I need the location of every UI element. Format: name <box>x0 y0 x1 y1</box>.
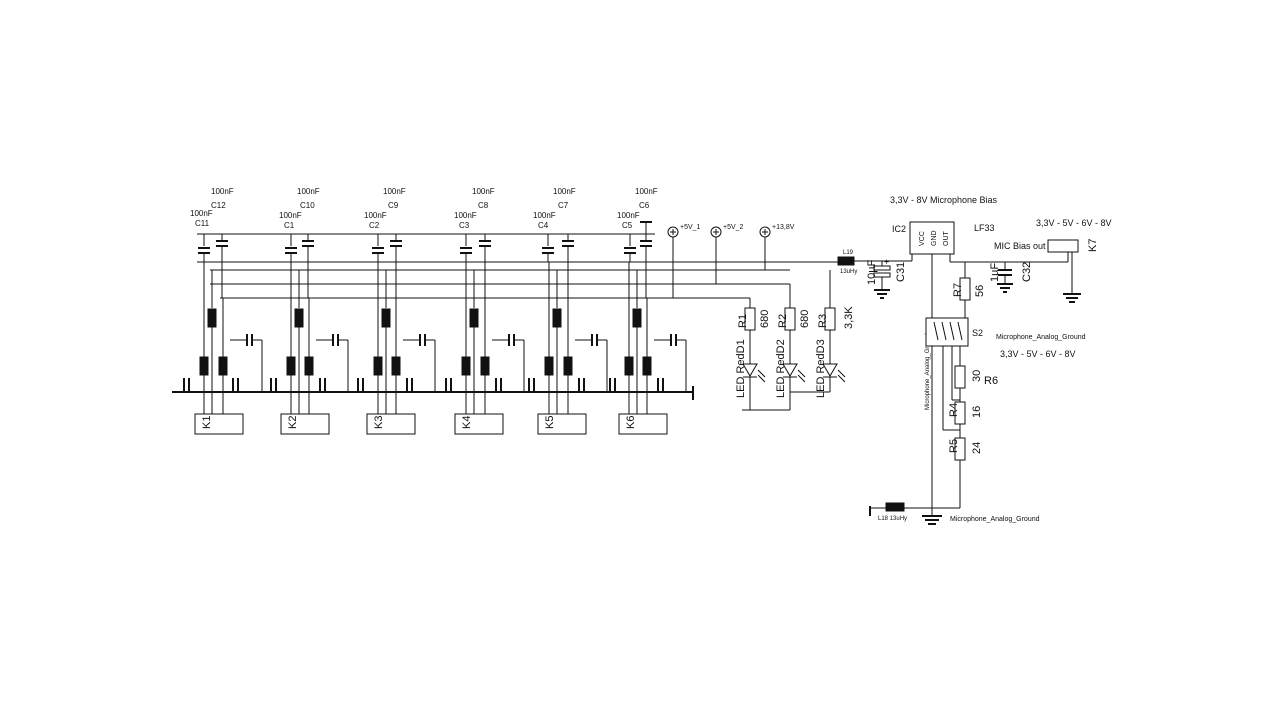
r5-value: 24 <box>971 442 983 454</box>
top-cap-value: 100nF <box>211 187 234 196</box>
resistor-value: 680 <box>799 310 811 328</box>
supply-label: +5V_1 <box>680 224 701 231</box>
ground-label-bottom: Microphone_Analog_Ground <box>950 516 1040 523</box>
c31-value: 10µF <box>866 259 878 285</box>
filter-channel-1: 100nF C12 100nF C11 K1 <box>183 187 263 435</box>
ic-pin-gnd: GND <box>931 230 938 246</box>
voltage-select-switch <box>925 317 969 347</box>
supply-plus5v1: +5V_1 <box>667 224 701 298</box>
connector-label: K5 <box>544 416 556 429</box>
ic-part: LF33 <box>974 223 995 233</box>
top-cap-value: 100nF <box>383 187 406 196</box>
bias-section-title: 3,3V - 8V Microphone Bias <box>890 195 998 205</box>
top-cap-value: 100nF <box>297 187 320 196</box>
top-cap-value: 100nF <box>635 187 658 196</box>
r4-ref: R4 <box>948 403 960 417</box>
microphone-bias-section: 3,3V - 8V Microphone Bias IC2 LF33 L19 1… <box>835 195 1112 525</box>
inductor-value: 13uHy <box>840 269 857 275</box>
connector-label: K4 <box>461 416 473 429</box>
connector-label: K2 <box>287 416 299 429</box>
led-indicator-1: R1 680 LED RedD1 <box>735 298 771 410</box>
top-cap-ref: C9 <box>388 201 399 210</box>
supply-plus13v8: +13,8V <box>759 224 795 270</box>
ic-pin-out: OUT <box>943 231 950 247</box>
mid-cap-ref: C3 <box>459 221 470 230</box>
top-cap-ref: C10 <box>300 201 315 210</box>
supply-label: +5V_2 <box>723 224 744 231</box>
mid-cap-value: 100nF <box>617 211 640 220</box>
resistor-value: 3,3K <box>843 306 855 329</box>
resistor-ref: R3 <box>817 314 829 328</box>
c32-value: 1µF <box>989 263 1001 282</box>
r5-ref: R5 <box>948 439 960 453</box>
voltage-regulator-ic <box>909 221 955 255</box>
top-cap-ref: C12 <box>211 201 226 210</box>
ground-label-vertical: Microphone_Analog_Ground <box>925 333 931 410</box>
r7-value: 56 <box>974 285 986 297</box>
supply-plus5v2: +5V_2 <box>710 224 744 284</box>
mid-cap-value: 100nF <box>190 209 213 218</box>
led-indicator-3: R3 3,3K LED RedD3 <box>815 270 855 398</box>
led-label: LED RedD2 <box>775 339 787 398</box>
top-cap-ref: C6 <box>639 201 650 210</box>
filter-channel-6: 100nF C6 100nF C5 K6 <box>609 187 687 435</box>
mid-cap-value: 100nF <box>454 211 477 220</box>
mid-cap-ref: C4 <box>538 221 549 230</box>
led-indicator-2: R2 680 LED RedD2 <box>775 284 811 398</box>
resistor-ref: R1 <box>737 314 749 328</box>
output-label: MIC Bias out <box>994 241 1046 251</box>
output-connector <box>1047 239 1079 253</box>
resistor-ref: R2 <box>777 314 789 328</box>
r4-value: 16 <box>971 406 983 418</box>
c31-ref: C31 <box>895 262 907 282</box>
filter-channel-2: 100nF C10 100nF C1 K2 <box>270 187 349 435</box>
top-cap-value: 100nF <box>472 187 495 196</box>
ic-ref: IC2 <box>892 224 906 234</box>
mid-cap-ref: C2 <box>369 221 380 230</box>
output-connector-ref: K7 <box>1087 239 1099 252</box>
mid-cap-value: 100nF <box>364 211 387 220</box>
r6-value: 30 <box>971 370 983 382</box>
led-label: LED RedD3 <box>815 339 827 398</box>
switch-ref: S2 <box>972 328 983 338</box>
r6-ref: R6 <box>984 375 998 387</box>
output-voltage-label: 3,3V - 5V - 6V - 8V <box>1036 218 1112 228</box>
supply-label: +13,8V <box>772 224 795 231</box>
led-label: LED RedD1 <box>735 339 747 398</box>
top-cap-ref: C8 <box>478 201 489 210</box>
r7-ref: R7 <box>952 283 964 297</box>
mid-cap-ref: C5 <box>622 221 633 230</box>
mid-cap-value: 100nF <box>279 211 302 220</box>
svg-text:+: + <box>884 257 889 267</box>
top-cap-value: 100nF <box>553 187 576 196</box>
mid-cap-ref: C1 <box>284 221 295 230</box>
c32-ref: C32 <box>1021 262 1033 282</box>
inductor-ref: L19 <box>843 250 854 256</box>
filter-channel-4: 100nF C8 100nF C3 K4 <box>445 187 525 435</box>
mid-cap-ref: C11 <box>195 219 210 228</box>
mid-cap-value: 100nF <box>533 211 556 220</box>
connector-label: K6 <box>625 416 637 429</box>
filter-channel-5: 100nF C7 100nF C4 K5 <box>528 187 608 435</box>
ground-label-switch: Microphone_Analog_Ground <box>996 334 1086 341</box>
top-cap-ref: C7 <box>558 201 569 210</box>
resistor-value: 680 <box>759 310 771 328</box>
ground-inductor-label: L18 13uHy <box>878 516 907 522</box>
switch-label: 3,3V - 5V - 6V - 8V <box>1000 349 1076 359</box>
filter-channel-3: 100nF C9 100nF C2 K3 <box>357 187 436 435</box>
connector-label: K3 <box>373 416 385 429</box>
ic-pin-vcc: VCC <box>919 231 926 246</box>
connector-label: K1 <box>201 416 213 429</box>
